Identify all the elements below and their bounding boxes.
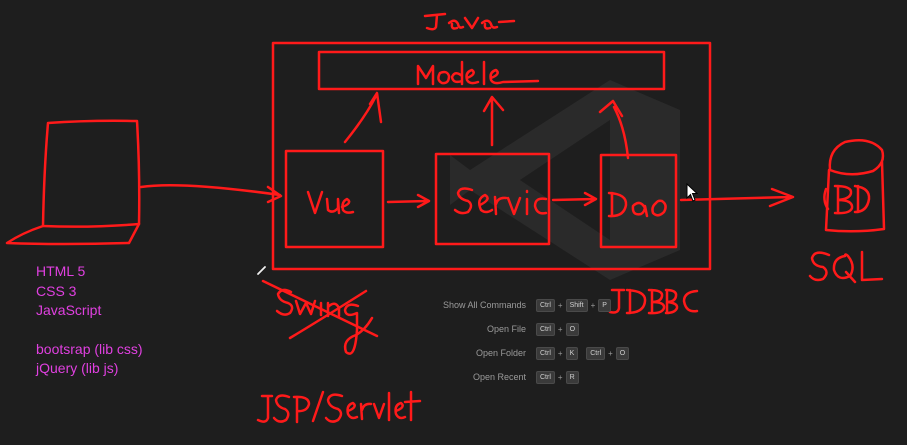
vue-label-drawing: [306, 190, 355, 215]
shortcut-label[interactable]: Open Recent: [472, 372, 526, 382]
client-laptop-drawing: [5, 119, 141, 246]
key-r: R: [565, 370, 579, 384]
key-ctrl: Ctrl: [536, 346, 555, 360]
shortcut-open-folder[interactable]: Open Folder Ctrl + K Ctrl + O: [420, 346, 630, 360]
jsp-servlet-label-drawing: [256, 390, 422, 424]
key-ctrl: Ctrl: [536, 298, 555, 312]
dao-label-drawing: [607, 191, 667, 218]
java-app-box: [271, 41, 712, 271]
key-shift: Shift: [565, 298, 588, 312]
tech-jquery: jQuery (lib js): [36, 360, 119, 376]
shortcut-keys: Ctrl + Shift + P: [536, 298, 611, 312]
service-label-drawing: [453, 187, 548, 216]
shortcut-keys: Ctrl + K Ctrl + O: [536, 346, 630, 360]
shortcut-show-all-commands[interactable]: Show All Commands Ctrl + Shift + P: [420, 298, 611, 312]
shortcut-label[interactable]: Open Folder: [475, 348, 526, 358]
key-p: P: [598, 298, 611, 312]
arrow-dao-to-modele: [598, 99, 630, 160]
swing-crossed-out-drawing: [261, 279, 379, 355]
modele-label-drawing: [416, 60, 540, 86]
vue-box: [284, 149, 385, 249]
pen-mark: [257, 266, 266, 275]
mouse-pointer-icon: [686, 183, 699, 202]
dao-box: [599, 153, 678, 249]
tech-js: JavaScript: [36, 302, 102, 318]
sql-label-drawing: [808, 250, 884, 284]
service-box: [434, 152, 551, 246]
key-o: O: [615, 346, 630, 360]
key-o: O: [565, 322, 580, 336]
database-drawing: [823, 139, 886, 233]
arrow-vue-to-modele: [343, 91, 383, 144]
key-k: K: [565, 346, 579, 360]
arrow-service-to-dao: [551, 191, 598, 207]
modele-box: [317, 50, 666, 91]
shortcut-label[interactable]: Open File: [486, 324, 526, 334]
shortcut-open-file[interactable]: Open File Ctrl + O: [420, 322, 580, 336]
tech-css: CSS 3: [36, 282, 77, 299]
tech-html: HTML 5: [36, 263, 86, 279]
tech-list: HTML 5 CSS 3 JavaScript bootsrap (lib cs…: [36, 262, 143, 379]
arrow-dao-to-db: [679, 187, 795, 208]
key-ctrl: Ctrl: [536, 322, 555, 336]
tech-bootstrap: bootsrap (lib css): [36, 340, 143, 357]
arrow-service-to-modele: [482, 95, 505, 147]
arrow-client-to-vue: [139, 183, 283, 204]
key-ctrl: Ctrl: [586, 346, 606, 360]
arrow-vue-to-service: [386, 193, 431, 209]
key-ctrl: Ctrl: [536, 370, 555, 384]
java-label-drawing: [423, 12, 516, 31]
shortcut-keys: Ctrl + R: [536, 370, 579, 384]
shortcut-open-recent[interactable]: Open Recent Ctrl + R: [420, 370, 579, 384]
shortcut-keys: Ctrl + O: [536, 322, 580, 336]
shortcut-label[interactable]: Show All Commands: [442, 300, 526, 310]
jdbc-label-drawing: [608, 288, 699, 315]
